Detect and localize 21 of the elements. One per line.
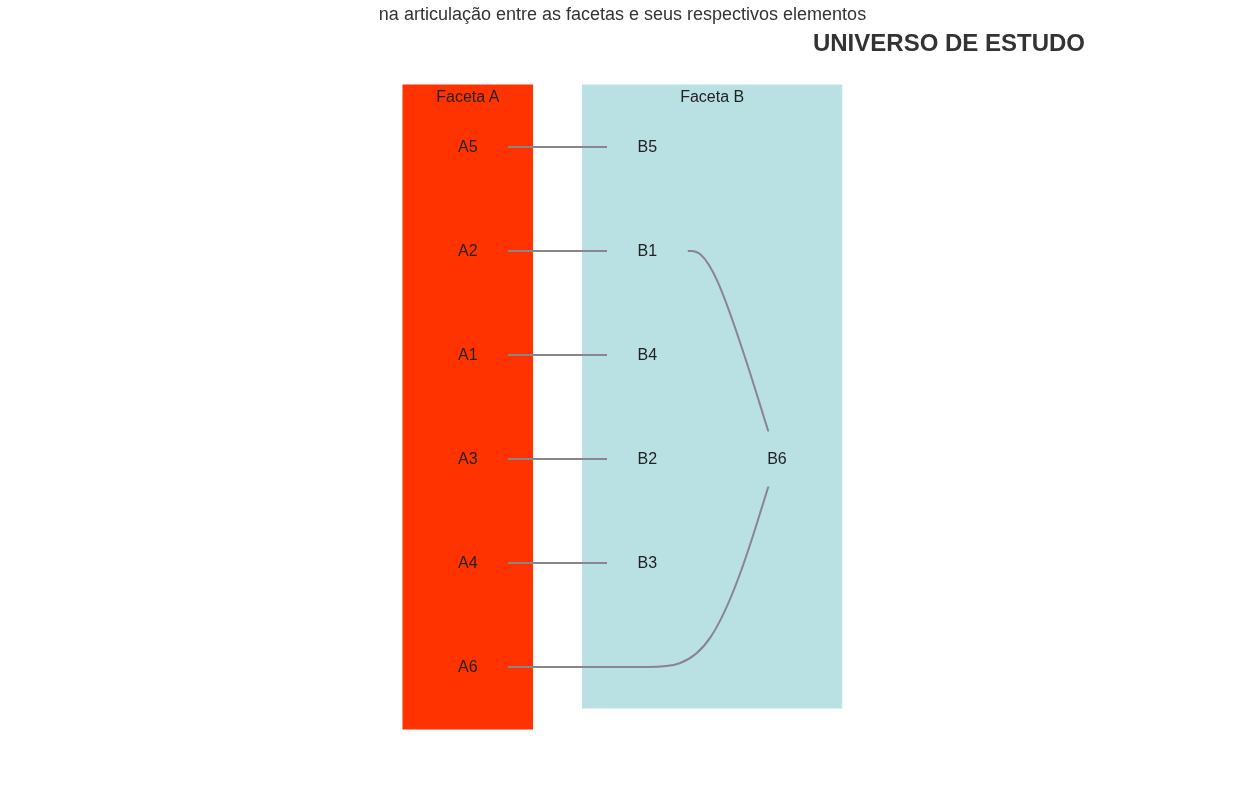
node-text: A5 (458, 138, 478, 155)
node-text: B2 (637, 450, 658, 467)
node-text: A3 (458, 450, 478, 467)
node-text: B3 (637, 554, 658, 571)
node-text: A2 (458, 242, 478, 259)
connector (506, 146, 609, 148)
node-text: B4 (637, 346, 658, 363)
node-text: B1 (637, 242, 658, 259)
diagram-title: UNIVERSO DE ESTUDO (811, 29, 1085, 57)
node-text: B6 (767, 450, 787, 467)
node-text: A4 (458, 554, 478, 571)
node-text: A1 (458, 346, 478, 363)
caption: na articulação entre as facetas e seus respectivos elementos (377, 4, 868, 25)
connector (506, 485, 770, 668)
node-text: B5 (637, 138, 658, 155)
connector (506, 354, 609, 356)
connector (686, 250, 770, 433)
connector (506, 458, 609, 460)
connector (506, 562, 609, 564)
node-text: A6 (458, 658, 478, 675)
connector (506, 250, 609, 252)
